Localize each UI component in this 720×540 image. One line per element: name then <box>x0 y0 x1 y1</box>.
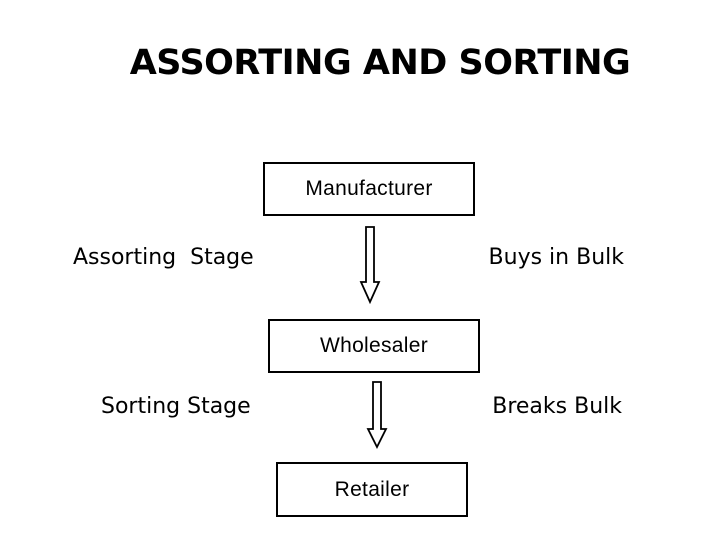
breaks-bulk-label: Breaks Bulk <box>492 394 622 419</box>
sorting-stage-label: Sorting Stage <box>101 394 251 419</box>
buys-in-bulk-label: Buys in Bulk <box>488 245 624 270</box>
manufacturer-box: Manufacturer <box>263 162 475 216</box>
manufacturer-label: Manufacturer <box>305 177 433 200</box>
wholesaler-label: Wholesaler <box>319 334 429 357</box>
wholesaler-box: Wholesaler <box>268 319 480 373</box>
down-arrow-icon <box>359 226 381 304</box>
retailer-label: Retailer <box>334 477 410 501</box>
assorting-stage-label: Assorting Stage <box>73 245 254 270</box>
retailer-box: Retailer <box>276 462 468 517</box>
slide-title: ASSORTING AND SORTING <box>129 43 631 83</box>
down-arrow-icon <box>366 381 388 449</box>
